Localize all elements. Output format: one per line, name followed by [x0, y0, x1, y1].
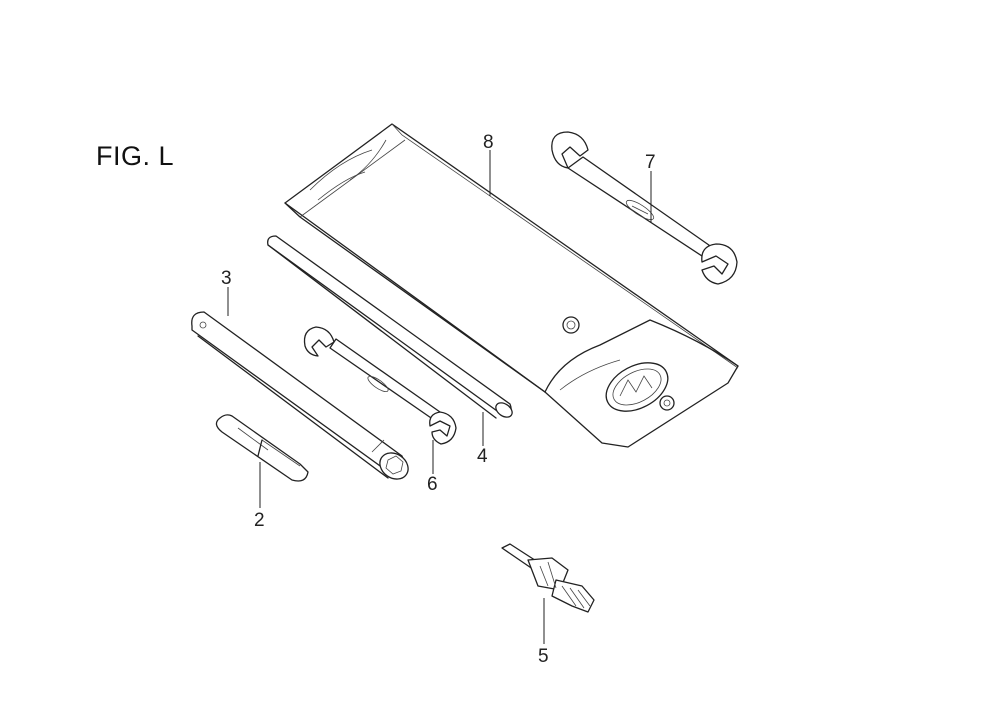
screwdriver-part-2	[215, 414, 309, 482]
bar-part-4	[267, 235, 513, 419]
socket-wrench-part-3	[191, 311, 409, 480]
callout-4: 4	[477, 446, 488, 467]
callout-7: 7	[645, 152, 656, 173]
callout-8: 8	[483, 132, 494, 153]
leader-lines	[227, 150, 652, 644]
tool-bag-part-8	[284, 123, 739, 448]
callout-6: 6	[427, 474, 438, 495]
wrench-part-6	[303, 326, 457, 445]
spark-plug-part-5	[501, 543, 595, 613]
figure-label: FIG. L	[96, 141, 175, 171]
callout-5: 5	[538, 646, 549, 667]
callout-2: 2	[254, 510, 265, 531]
wrench-part-7	[551, 131, 738, 285]
callout-3: 3	[221, 268, 232, 289]
